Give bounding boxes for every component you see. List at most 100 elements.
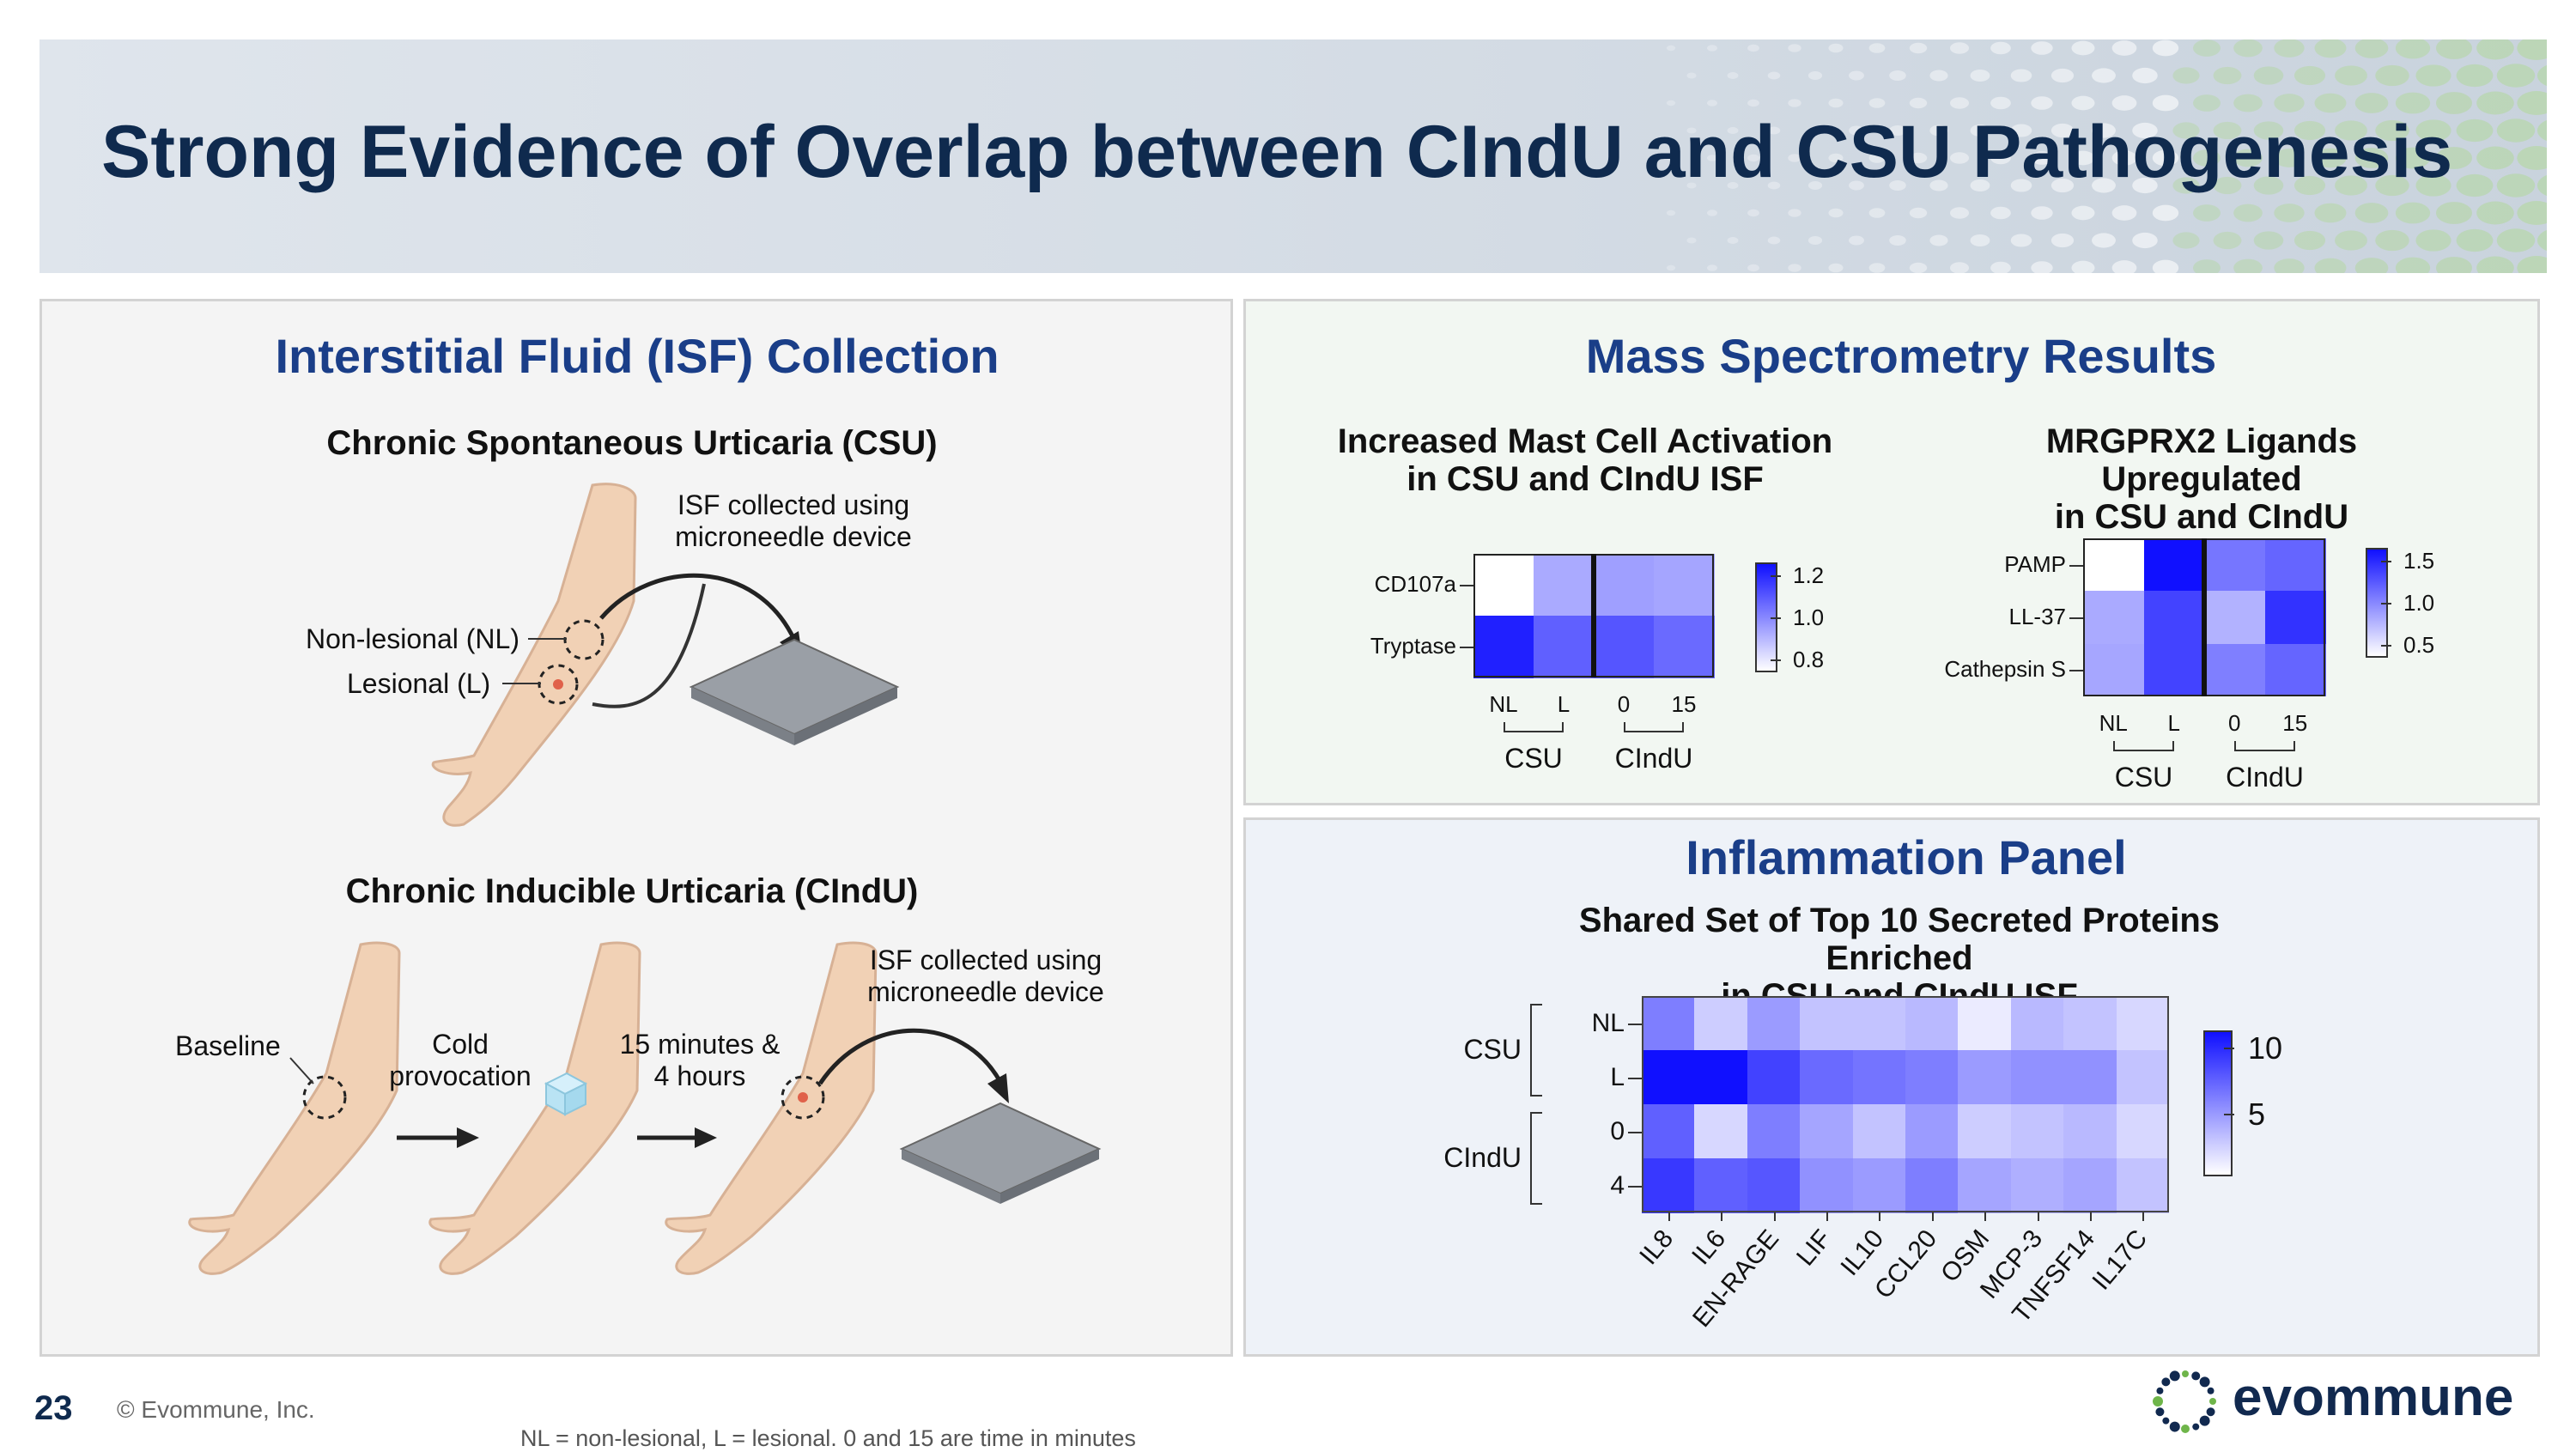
banner-dot [1970, 124, 1990, 137]
banner-dot [1949, 42, 1970, 54]
banner-dot [1807, 126, 1823, 135]
banner-dot [2152, 149, 2179, 167]
banner-dot [1868, 208, 1886, 218]
banner-dot [2132, 67, 2158, 84]
banner-dot [2152, 204, 2179, 222]
heatmap-cell [1958, 1104, 2012, 1159]
banner-dot [2375, 174, 2409, 197]
colorbar-tick-label: 1.0 [1793, 604, 1825, 630]
heatmap-row-label: NL [1591, 1008, 1625, 1037]
banner-dot [2031, 96, 2053, 110]
heatmap-cell [1747, 1050, 1801, 1105]
heatmap-group-label: CIndU [1614, 743, 1693, 774]
banner-dot [2092, 68, 2116, 83]
banner-dot [1767, 126, 1781, 135]
csu-arrow [599, 573, 797, 641]
heatmap-cell [2063, 1158, 2117, 1213]
heatmap-cell [2010, 1050, 2064, 1105]
heatmap-cell [2116, 996, 2170, 1051]
logo-dot [2162, 1417, 2170, 1425]
banner-dot [1767, 71, 1781, 80]
heatmap-cell [2204, 591, 2265, 645]
banner-dot [2050, 68, 2075, 83]
banner-dot [1889, 125, 1906, 137]
heatmap-col-label: 0 [2228, 710, 2241, 736]
logo-dot [2199, 1415, 2210, 1426]
heatmap-cell [2143, 538, 2205, 592]
heatmap-row-label: Cathepsin S [1944, 656, 2066, 683]
banner-dot [1666, 100, 1676, 106]
banner-dot [1849, 70, 1864, 81]
banner-dot [2031, 206, 2053, 220]
heatmap-cell [1905, 996, 1959, 1051]
heatmap-cell [2116, 1158, 2170, 1213]
banner-dot [1949, 152, 1970, 164]
banner-dot [2031, 151, 2053, 165]
banner-dot [1990, 41, 2011, 55]
banner-dot [2274, 258, 2305, 273]
heatmap-cell [1852, 1050, 1906, 1105]
banner-dot [2253, 231, 2284, 250]
banner-dot [1909, 97, 1928, 109]
banner-dot [1868, 263, 1886, 273]
banner-dot [2293, 230, 2326, 251]
heatmap-group-bracket [1624, 722, 1684, 732]
banner-dot [2111, 150, 2137, 166]
colorbar-tick-label: 1.2 [1793, 562, 1825, 589]
heatmap-row-tick [1628, 1077, 1642, 1079]
banner-dot [1747, 154, 1759, 162]
banner-dot [1828, 208, 1844, 218]
banner-dot [2496, 173, 2536, 197]
banner-dot [1747, 99, 1759, 107]
banner-dot [2172, 67, 2200, 84]
logo-dot [2169, 1421, 2180, 1432]
heatmap-group-bracket [1530, 1004, 1542, 1097]
banner-dot [1666, 155, 1676, 161]
heatmap-cell [1958, 1158, 2012, 1213]
heatmap-cell [1694, 1050, 1748, 1105]
heatmap-col-tick [2142, 1212, 2145, 1221]
banner-dot [1909, 262, 1928, 273]
banner-dot [2456, 173, 2494, 197]
banner-dot [2233, 94, 2263, 112]
banner-dot [1686, 72, 1697, 79]
logo-dot [2207, 1387, 2215, 1394]
banner-dot [2253, 121, 2284, 140]
banner-dot [2010, 124, 2032, 137]
banner-dot [2476, 256, 2514, 273]
banner-dot [2435, 202, 2473, 224]
footnote: NL = non-lesional, L = lesional. 0 and 1… [520, 1425, 1136, 1451]
banner-dot [2031, 41, 2053, 55]
page-number: 23 [34, 1389, 73, 1427]
banner-dot [2415, 229, 2451, 252]
banner-dot [2071, 95, 2095, 111]
banner-dot [2435, 147, 2473, 169]
banner-dot [2293, 65, 2326, 86]
banner-dot [1788, 44, 1801, 52]
heatmap-cell [1654, 554, 1715, 617]
heatmap-col-tick [1879, 1212, 1881, 1221]
banner-dot [2192, 149, 2221, 167]
banner-dot [1949, 262, 1970, 273]
banner-dot [2071, 205, 2095, 221]
banner-dot [2071, 260, 2095, 273]
banner-dot [1706, 100, 1718, 106]
logo-dot [2161, 1377, 2171, 1387]
banner-dot [2537, 174, 2547, 197]
banner-dot [1889, 234, 1906, 246]
heatmap-cell [1852, 1104, 1906, 1159]
heatmap-cell [2204, 538, 2265, 592]
heatmap-cell [2063, 1050, 2117, 1105]
cindu-arm-baseline [188, 941, 401, 1275]
step-arrow-1 [397, 1127, 479, 1148]
banner-dot [2050, 178, 2075, 193]
banner-dot [1788, 154, 1801, 162]
banner-dot [1807, 71, 1823, 80]
heatmap-cell [2083, 643, 2144, 697]
banner-dot [1747, 44, 1759, 52]
logo-dot [2153, 1396, 2163, 1406]
colorbar-tick [2381, 644, 2391, 647]
heatmap-cell [1800, 1104, 1854, 1159]
banner-dot [2092, 123, 2116, 138]
banner-dot [2395, 147, 2431, 169]
